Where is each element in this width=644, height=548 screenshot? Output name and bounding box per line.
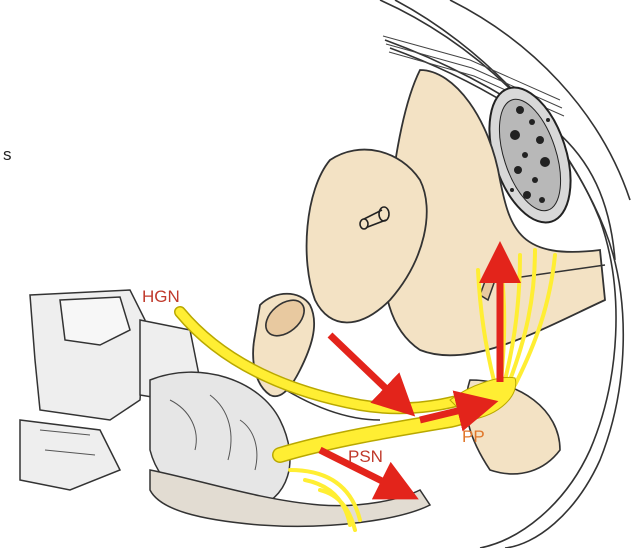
pp-label: PP [462, 427, 485, 446]
hgn-label: HGN [142, 287, 180, 306]
psn-label: PSN [348, 447, 383, 466]
arrow-hgn [330, 335, 400, 402]
side-fragment-label: s [3, 145, 12, 164]
